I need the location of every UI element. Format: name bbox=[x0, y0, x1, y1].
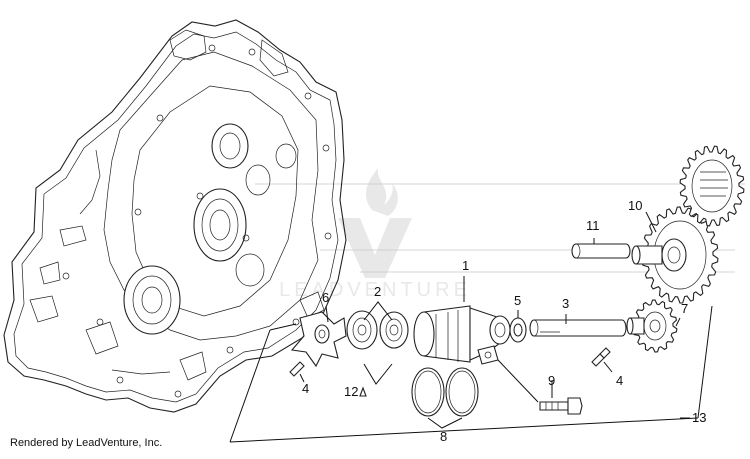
callout-2: 2 bbox=[374, 284, 381, 299]
credit-text: Rendered by LeadVenture, Inc. bbox=[10, 437, 163, 449]
part-6-impeller bbox=[290, 311, 347, 368]
callout-5: 5 bbox=[514, 293, 521, 308]
part-1-pump-housing bbox=[413, 305, 511, 365]
part-8-o-rings bbox=[411, 367, 479, 417]
callout-13: 13 bbox=[692, 410, 706, 425]
callout-7: 7 bbox=[681, 301, 688, 316]
callout-9: 9 bbox=[548, 373, 555, 388]
idler-splined-gear bbox=[679, 145, 745, 227]
part-5-washer bbox=[509, 317, 527, 343]
callout-6: 6 bbox=[322, 290, 329, 305]
callout-3: 3 bbox=[562, 296, 569, 311]
callout-8: 8 bbox=[440, 429, 447, 444]
watermark-text: LEADVENTURE bbox=[279, 279, 471, 301]
part-4-dowel-pin-left bbox=[289, 361, 305, 377]
part-11-shaft-pin bbox=[571, 243, 631, 259]
part-2-bearings bbox=[346, 310, 409, 350]
part-10-water-pump-driven-gear bbox=[631, 206, 719, 304]
callout-labels: 1 2 3 4 4 5 6 7 8 9 10 11 12 13 bbox=[302, 198, 706, 444]
callout-1: 1 bbox=[462, 258, 469, 273]
watermark-logo: LEADVENTURE bbox=[279, 168, 471, 301]
part-12-small-pin bbox=[359, 386, 367, 397]
callout-11: 11 bbox=[586, 218, 600, 233]
part-3-water-pump-shaft bbox=[529, 319, 627, 337]
crankcase-housing bbox=[3, 19, 347, 413]
part-9-bolt bbox=[539, 397, 583, 415]
callout-10: 10 bbox=[628, 198, 642, 213]
leader-lines bbox=[229, 211, 713, 443]
callout-4-right: 4 bbox=[616, 373, 623, 388]
callout-4-left: 4 bbox=[302, 381, 309, 396]
part-4-dowel-pin-right bbox=[591, 347, 611, 367]
part-7-pump-drive-gear bbox=[626, 299, 678, 353]
callout-12: 12 bbox=[344, 384, 358, 399]
